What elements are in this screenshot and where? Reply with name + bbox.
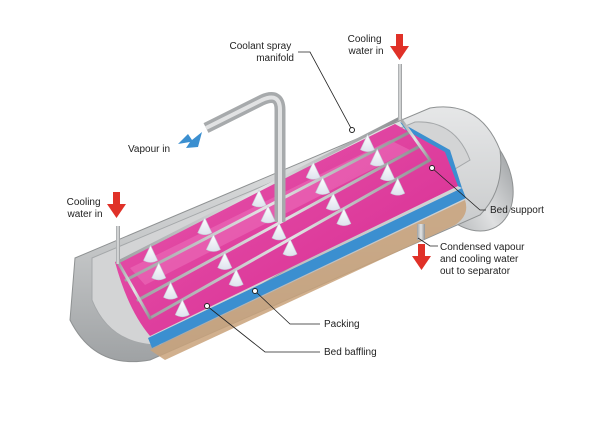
spray-nozzle: [336, 207, 352, 226]
spray-nozzle: [369, 148, 385, 167]
spray-nozzle: [174, 299, 190, 318]
spray-nozzle: [282, 238, 298, 257]
label-condensed-vapour: Condensed vapour and cooling water out t…: [440, 242, 527, 277]
label-vapour-in: Vapour in: [128, 144, 170, 155]
label-bed-support: Bed support: [490, 205, 544, 216]
arrow-right-icon: [178, 132, 202, 148]
spray-nozzle: [143, 244, 158, 263]
inlet-pipe-left: [116, 226, 120, 264]
spray-nozzle: [197, 216, 213, 235]
labels: Coolant spray manifold Cooling water in …: [66, 34, 544, 358]
label-coolant-spray-manifold: Coolant spray manifold: [230, 41, 294, 64]
spray-nozzle: [380, 163, 395, 182]
arrow-down-icon: [390, 34, 409, 60]
label-cooling-water-in-left: Cooling water in: [66, 197, 103, 220]
spray-manifold: [116, 64, 432, 320]
label-bed-baffling: Bed baffling: [324, 347, 377, 358]
spray-nozzle: [325, 192, 341, 211]
spray-nozzle: [251, 189, 267, 208]
inlet-pipe-top: [398, 64, 402, 120]
arrow-down-icon: [107, 192, 126, 218]
spray-nozzle: [315, 176, 331, 195]
header-pipe-left: [116, 260, 152, 320]
spray-nozzle: [305, 161, 321, 180]
packing-bed: [115, 124, 458, 336]
condensate-layer: [150, 200, 467, 360]
header-pipe-right: [398, 116, 432, 162]
leader-lines: [204, 51, 486, 353]
spray-nozzle: [390, 177, 406, 196]
label-cooling-water-in-top: Cooling water in: [347, 34, 384, 57]
spray-nozzle: [260, 205, 276, 224]
spray-nozzle: [205, 233, 221, 252]
spray-nozzle: [163, 281, 178, 300]
spray-nozzle: [360, 133, 375, 152]
spray-nozzle: [151, 262, 167, 281]
arrow-down-icon: [412, 244, 431, 270]
spray-nozzle: [271, 222, 287, 241]
outlet-pipe: [417, 224, 425, 240]
spray-nozzle: [228, 268, 244, 287]
bed-baffling-layer: [148, 188, 466, 348]
spray-nozzle: [217, 251, 233, 270]
label-packing: Packing: [324, 319, 360, 330]
